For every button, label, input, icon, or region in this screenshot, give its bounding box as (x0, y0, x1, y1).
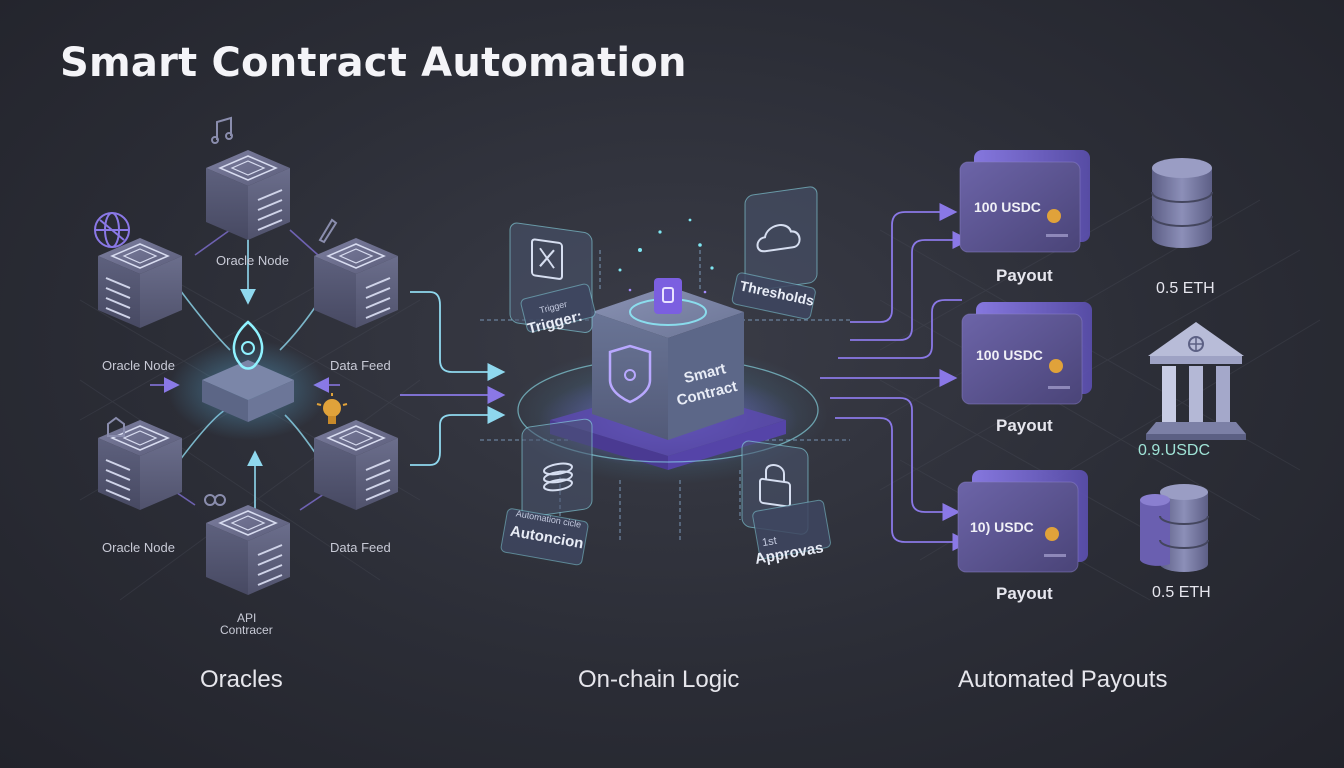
asset-label-1: 0.5 ETH (1156, 280, 1215, 297)
payout-card-3: 10) USDC (957, 470, 1088, 573)
oracle-node-left-top (98, 238, 182, 328)
section-label-payouts: Automated Payouts (958, 666, 1168, 693)
approvals-sub-label: 1st (761, 535, 778, 549)
pencil-icon (318, 218, 338, 244)
coin-icon (1049, 359, 1063, 373)
oracle-node-right-top (314, 238, 398, 328)
oracle-hub (168, 320, 328, 440)
database-icon (1151, 158, 1213, 248)
link-icon (204, 494, 226, 506)
payout-amount: 100 USDC (976, 347, 1043, 363)
payout-label-1: Payout (996, 266, 1053, 285)
payout-label-3: Payout (996, 584, 1053, 603)
asset-label-3: 0.5 ETH (1152, 584, 1211, 601)
oracle-left-bottom-label: Oracle Node (102, 540, 175, 555)
payout-card-1: 100 USDC (959, 150, 1090, 253)
oracle-node-right-bottom (314, 420, 398, 510)
payout-card-2: 100 USDC (961, 302, 1092, 405)
page-title: Smart Contract Automation (60, 40, 687, 86)
automation-panel (521, 418, 593, 518)
recycle-icon (107, 416, 125, 437)
padlock-icon (759, 464, 791, 508)
section-label-logic: On-chain Logic (578, 666, 740, 693)
coin-stack-icon (543, 462, 573, 492)
oracle-right-top-label: Data Feed (330, 358, 391, 373)
logic-to-payout-arrows (820, 203, 971, 551)
bank-icon (1146, 322, 1246, 440)
contract-shield-icon (608, 344, 652, 404)
sparkles (618, 218, 714, 294)
oracle-to-logic-arrows (400, 291, 506, 466)
oracle-node-bottom-api (206, 505, 290, 595)
asset-label-2: 0.9.USDC (1138, 442, 1211, 459)
lock-badge-icon (654, 278, 682, 314)
globe-icon (94, 212, 130, 248)
oracle-node-top (206, 150, 290, 240)
music-note-icon (211, 116, 233, 144)
oracle-right-bottom-label: Data Feed (330, 540, 391, 555)
api-label-2: Contracer (220, 623, 273, 637)
lightbulb-icon (316, 393, 348, 424)
payout-amount: 100 USDC (974, 199, 1041, 215)
oracle-left-top-label: Oracle Node (102, 358, 175, 373)
oracle-node-left-bottom (98, 420, 182, 510)
coin-icon (1045, 527, 1059, 541)
shield-icon (232, 320, 264, 370)
cloud-icon (756, 224, 801, 253)
section-label-oracles: Oracles (200, 666, 283, 693)
document-icon (531, 238, 563, 280)
thresholds-tag (731, 272, 816, 320)
coin-icon (1047, 209, 1061, 223)
automation-tag (500, 508, 589, 566)
trigger-tag (520, 283, 596, 333)
payout-amount: 10) USDC (970, 519, 1034, 535)
approvals-tag (752, 499, 831, 559)
api-label-1: API (237, 611, 257, 625)
oracle-top-label: Oracle Node (216, 253, 289, 268)
payout-label-2: Payout (996, 416, 1053, 435)
database-stack-icon (1140, 484, 1209, 572)
thresholds-panel (744, 186, 818, 292)
